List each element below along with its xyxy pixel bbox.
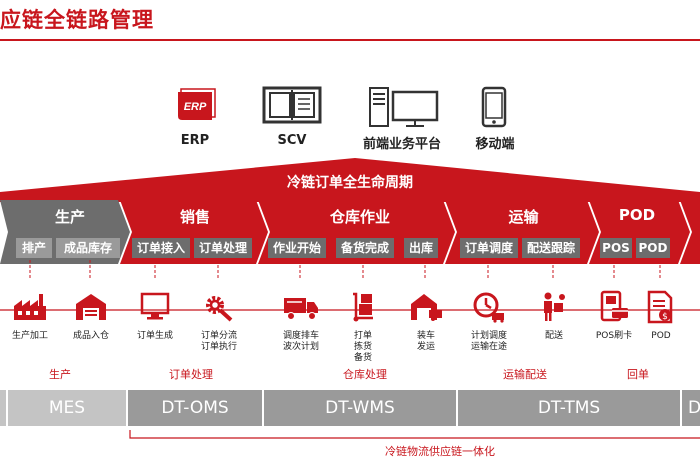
process-label-dispatch: 调度排车 波次计划 <box>282 331 319 352</box>
sub-order-intake: 订单接入 <box>132 238 190 258</box>
stage-next <box>680 200 700 264</box>
erp-icon: ERP <box>178 88 216 120</box>
stage-sales-label: 销售 <box>179 208 210 226</box>
process-label-loading: 装车 发运 <box>416 331 435 352</box>
sub-scheduling: 排产 <box>16 238 52 258</box>
connector-lines <box>0 260 700 311</box>
process-label-picking: 打单 拣货 备货 <box>353 331 372 363</box>
lifecycle-banner <box>0 158 700 202</box>
title-underline <box>0 39 700 41</box>
svg-text:$: $ <box>662 312 668 322</box>
factory-icon <box>14 294 46 320</box>
system-scv-label: SCV <box>277 133 307 148</box>
sub-pos: POS <box>600 238 632 258</box>
system-bar-oms: DT-OMS <box>128 390 262 426</box>
sub-pod: POD <box>636 238 670 258</box>
process-label-stock-in: 成品入仓 <box>72 331 109 341</box>
computer-monitor-icon <box>140 292 170 320</box>
process-label-planning: 计划调度 运输在途 <box>470 331 507 352</box>
system-frontend-label: 前端业务平台 <box>362 137 441 152</box>
pos-card-icon <box>600 290 628 322</box>
category-receipt: 回单 <box>627 368 649 381</box>
warehouse-icon <box>76 294 106 320</box>
sub-job-start: 作业开始 <box>268 238 326 258</box>
page-title: 应链全链路管理 <box>0 8 154 32</box>
process-label-pod: POD <box>651 331 671 341</box>
system-bar-mes: MES <box>8 390 126 426</box>
system-frontend <box>368 86 440 132</box>
process-label-pos: POS刷卡 <box>595 331 633 341</box>
system-mobile <box>481 86 507 132</box>
mobile-phone-icon <box>481 86 507 128</box>
system-bar-next: D <box>682 390 700 426</box>
category-production: 生产 <box>49 368 71 381</box>
category-order-processing: 订单处理 <box>169 368 213 381</box>
stage-warehouse-label: 仓库作业 <box>329 208 390 226</box>
truck-icon <box>284 298 318 320</box>
sub-order-dispatch: 订单调度 <box>460 238 518 258</box>
sub-order-processing: 订单处理 <box>194 238 252 258</box>
sub-stock-ready: 备货完成 <box>336 238 394 258</box>
clock-delivery-icon <box>473 292 504 323</box>
hand-truck-icon <box>353 292 373 322</box>
loading-dock-icon <box>411 294 442 321</box>
category-warehouse: 仓库处理 <box>343 368 387 381</box>
stage-transport-label: 运输 <box>508 208 539 226</box>
system-bar-tms: DT-TMS <box>458 390 680 426</box>
system-bar-left-stub <box>0 390 6 426</box>
system-erp-label: ERP <box>180 133 210 148</box>
integration-bracket <box>129 430 700 439</box>
process-label-order-split: 订单分流 订单执行 <box>200 331 237 352</box>
gear-wrench-icon <box>206 296 233 322</box>
lifecycle-label: 冷链订单全生命周期 <box>287 175 413 191</box>
stage-pod-label: POD <box>618 206 656 224</box>
desktop-computer-icon <box>369 87 439 127</box>
process-label-production: 生产加工 <box>11 331 48 341</box>
system-erp: ERP <box>172 86 218 130</box>
sub-finished-stock: 成品库存 <box>56 238 120 258</box>
scv-book-icon <box>262 86 322 124</box>
system-scv <box>262 86 322 130</box>
integration-label: 冷链物流供应链一体化 <box>385 445 495 458</box>
delivery-person-icon <box>544 292 565 321</box>
system-bar-wms: DT-WMS <box>264 390 456 426</box>
process-label-delivery: 配送 <box>544 331 563 341</box>
system-mobile-label: 移动端 <box>475 137 515 152</box>
svg-text:ERP: ERP <box>184 101 207 113</box>
category-transport: 运输配送 <box>503 368 547 381</box>
process-label-order-gen: 订单生成 <box>136 331 173 341</box>
sub-delivery-tracking: 配送跟踪 <box>522 238 580 258</box>
sub-outbound: 出库 <box>404 238 438 258</box>
pod-document-icon: $ <box>647 290 673 324</box>
stage-production-label: 生产 <box>54 208 85 226</box>
